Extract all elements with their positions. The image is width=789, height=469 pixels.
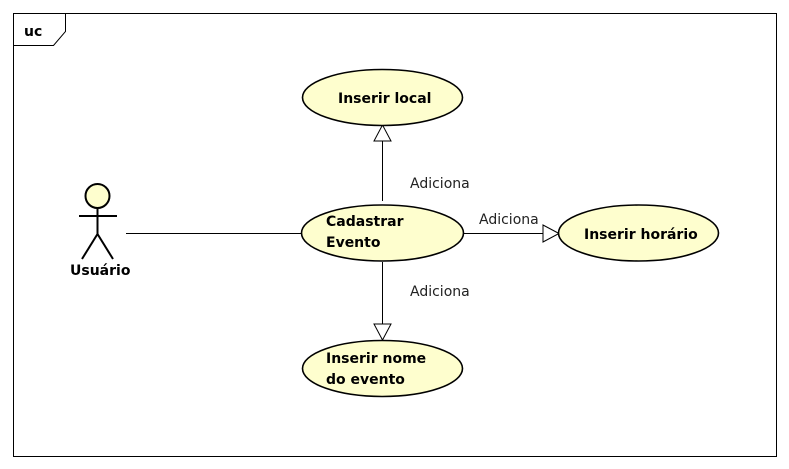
actor-left-leg (81, 233, 99, 260)
use-case-ellipse[interactable] (557, 204, 720, 262)
hollow-triangle-arrowhead (373, 323, 392, 342)
relation-to-inserir-local: Adiciona (373, 123, 470, 201)
use-case-label: Evento (326, 235, 381, 251)
use-case-inserir-nome-do-evento[interactable]: Inserir nome do evento (301, 339, 464, 398)
use-case-label: Inserir nome (326, 351, 426, 367)
use-case-label: Cadastrar (326, 214, 404, 230)
use-case-label: do evento (326, 372, 405, 388)
relation-label: Adiciona (410, 284, 470, 300)
use-case-label: Inserir local (338, 91, 431, 107)
relation-label: Adiciona (479, 212, 539, 228)
frame-label: uc (24, 24, 42, 40)
actor-label: Usuário (70, 263, 131, 279)
relation-to-inserir-nome: Adiciona (373, 262, 470, 342)
frame-tab (13, 13, 66, 46)
use-case-ellipse[interactable] (300, 204, 465, 262)
actor-right-leg (96, 233, 114, 260)
use-case-inserir-local[interactable]: Inserir local (301, 68, 464, 127)
hollow-triangle-arrowhead (373, 123, 392, 142)
relation-label: Adiciona (410, 176, 470, 192)
use-case-ellipse[interactable] (301, 68, 464, 127)
hollow-triangle-arrowhead (542, 224, 561, 243)
use-case-ellipse[interactable] (301, 339, 464, 398)
actor-usuario[interactable]: Usuário (70, 183, 131, 279)
actor-head[interactable] (84, 183, 111, 209)
use-case-cadastrar-evento[interactable]: Cadastrar Evento (300, 204, 465, 262)
use-case-label: Inserir horário (584, 227, 698, 243)
relation-to-inserir-horario: Adiciona (464, 212, 561, 243)
use-case-inserir-horario[interactable]: Inserir horário (557, 204, 720, 262)
